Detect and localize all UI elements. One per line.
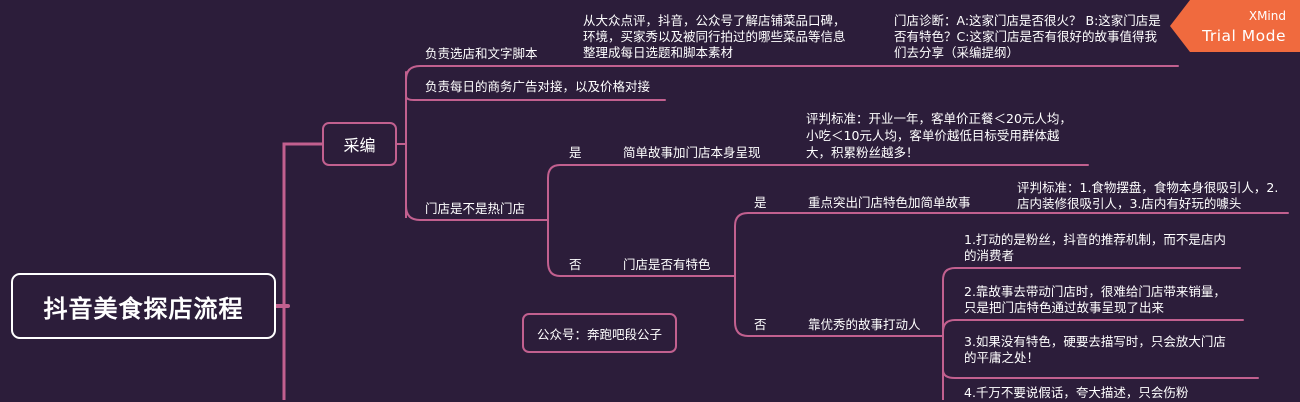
category-label: 采编 [343,136,376,155]
point2-line-1: 2.靠故事去带动门店时，很难给门店带来销量， [964,284,1226,299]
criteria1-line-3: 大，积累粉丝越多！ [806,145,919,160]
label-no-1: 否 [569,257,582,272]
node-is-hot[interactable]: 门店是不是热门店 [425,201,526,216]
node-great-story[interactable]: 靠优秀的故事打动人 [808,317,921,332]
node-highlight[interactable]: 重点突出门店特色加简单故事 [808,195,971,210]
badge-mode: Trial Mode [1202,27,1286,45]
connector-points-fork [942,267,1259,400]
criteria1-line-1: 评判标准：开业一年，客单价正餐＜20元人均， [806,111,1072,126]
source-line-2: 环境，买家秀以及被同行拍过的哪些菜品等信息 [583,29,846,44]
source-line-1: 从大众点评，抖音，公众号了解店铺菜品口碑， [583,13,846,28]
point1-line-2: 的消费者 [964,248,1015,263]
connector-ads [405,95,666,101]
diagnosis-line-1: 门店诊断：A:这家门店是否很火？ B:这家门店是 [894,13,1161,28]
node-has-feature[interactable]: 门店是否有特色 [623,257,711,272]
source-line-3: 整理成每日选题和脚本素材 [583,45,734,60]
label-no-2: 否 [754,317,767,332]
criteria2-line-2: 店内装修很吸引人，3.店内有好玩的噱头 [1017,196,1242,211]
point4-line-1: 4.千万不要说假话，夸大描述，只会伤粉 [964,385,1189,400]
connector-store-selection [405,65,1179,81]
point2-line-2: 只是把门店特色通过故事呈现了出来 [964,300,1165,315]
public-account-node[interactable]: 公众号：奔跑吧段公子 [522,313,677,353]
node-ads[interactable]: 负责每日的商务广告对接，以及价格对接 [425,79,651,94]
criteria1-line-2: 小吃＜10元人均，客单价越低目标受用群体越 [806,128,1060,143]
diagnosis-line-3: 们去分享（采编提纲） [894,45,1020,60]
point3-line-2: 的平庸之处！ [964,350,1040,365]
trial-mode-badge[interactable]: XMind Trial Mode [1170,0,1300,52]
connector-cat-branches [396,71,408,218]
connector-is-hot [405,205,549,221]
root-node[interactable]: 抖音美食探店流程 [11,273,276,339]
point1-line-1: 1.打动的是粉丝，抖音的推荐机制，而不是店内 [964,232,1226,247]
label-yes-2: 是 [754,195,767,210]
badge-brand: XMind [1248,9,1286,23]
connector-root-trunk [274,142,324,400]
root-title: 抖音美食探店流程 [43,294,244,323]
node-simple-story[interactable]: 简单故事加门店本身呈现 [623,145,761,160]
connector-feature-fork [734,212,1289,337]
connector-hot-fork [547,164,1089,277]
public-account-label: 公众号：奔跑吧段公子 [536,326,662,342]
point3-line-1: 3.如果没有特色，硬要去描写时，只会放大门店 [964,334,1226,349]
criteria2-line-1: 评判标准：1.食物摆盘，食物本身很吸引人，2. [1017,180,1279,195]
category-node[interactable]: 采编 [322,122,397,166]
diagnosis-line-2: 否有特色？C:这家门店是否有很好的故事值得我 [894,29,1157,44]
label-yes-1: 是 [569,145,582,160]
node-store-selection[interactable]: 负责选店和文字脚本 [425,46,538,61]
